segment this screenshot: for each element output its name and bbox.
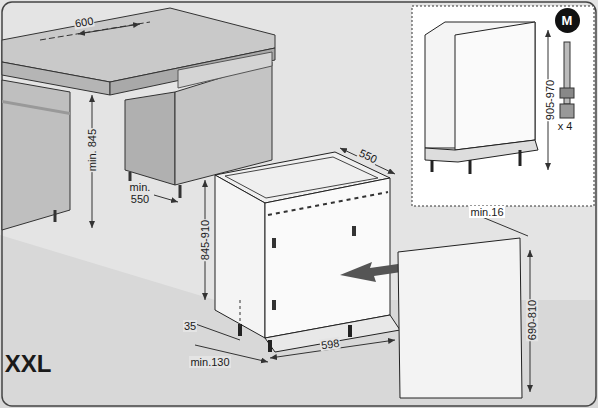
dimension: 690-810 — [526, 299, 538, 341]
dimension: min.16 — [469, 206, 504, 218]
dimension: 35 — [183, 320, 197, 332]
dimension: min. 845 — [86, 128, 98, 172]
quantity: x 4 — [557, 120, 574, 132]
tool-badge: M — [555, 8, 580, 33]
dimension: min. 550 — [126, 181, 154, 205]
dimension: 905-970 — [544, 79, 556, 121]
dimension: 845-910 — [199, 219, 211, 261]
dimension: min.130 — [189, 356, 230, 368]
badge-letter: M — [562, 13, 573, 28]
model-label: XXL — [4, 351, 53, 377]
